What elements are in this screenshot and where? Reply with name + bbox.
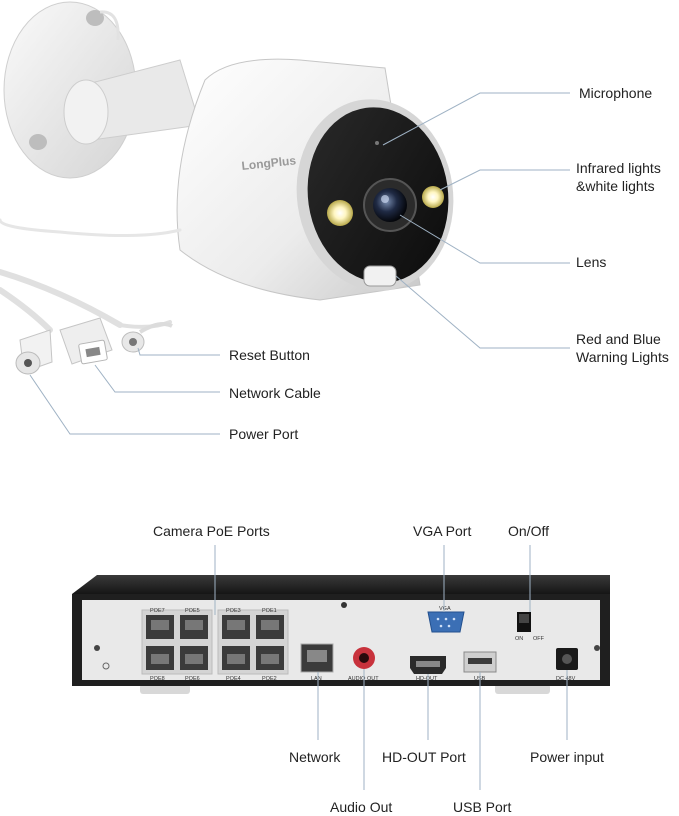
dc-power-jack — [556, 648, 578, 670]
label-infrared-line2: &white lights — [576, 178, 655, 194]
label-infrared-line1: Infrared lights — [576, 160, 661, 176]
camera-illustration: LongPlus — [0, 1, 454, 375]
panel-text-lan: LAN — [311, 676, 322, 682]
audio-out-jack — [353, 647, 375, 669]
power-switch — [517, 612, 531, 632]
microphone-hole — [375, 141, 379, 145]
reset-button-cap — [121, 322, 173, 353]
usb-port — [463, 651, 497, 673]
panel-text-hd-out: HD-OUT — [416, 676, 438, 682]
label-warning-line2: Warning Lights — [576, 349, 669, 365]
lens-glass — [363, 178, 417, 232]
label-usb-port: USB Port — [453, 799, 512, 815]
label-lens: Lens — [576, 254, 607, 270]
camera-body: LongPlus — [176, 58, 454, 301]
label-network: Network — [289, 749, 341, 765]
nvr-illustration: POE7 POE5 POE3 POE1 POE8 POE6 POE4 POE2 … — [72, 575, 610, 694]
label-on-off: On/Off — [508, 523, 549, 539]
label-microphone: Microphone — [579, 85, 653, 101]
label-audio-out: Audio Out — [330, 799, 393, 815]
nvr-leader-lines — [214, 545, 568, 790]
panel-text-poe8: POE8 — [150, 676, 165, 682]
poe-port-group-left — [141, 609, 213, 675]
panel-text-poe5: POE5 — [185, 608, 200, 614]
panel-text-poe2: POE2 — [262, 676, 277, 682]
panel-text-dc: DC 48V — [556, 676, 576, 682]
camera-cables — [0, 218, 182, 333]
hdmi-port — [410, 656, 446, 674]
label-camera-poe-ports: Camera PoE Ports — [153, 523, 270, 539]
network-cable-connector — [59, 317, 113, 365]
panel-text-off: OFF — [533, 636, 545, 642]
panel-text-on: ON — [515, 636, 523, 642]
label-power-input: Power input — [530, 749, 604, 765]
label-power-port: Power Port — [229, 426, 299, 442]
poe-port-group-right — [217, 609, 289, 675]
power-port-plug — [15, 329, 53, 375]
panel-text-poe4: POE4 — [226, 676, 241, 682]
label-reset-button: Reset Button — [229, 347, 310, 363]
warning-light-window — [363, 265, 397, 287]
camera-brand-logo: LongPlus — [241, 153, 297, 173]
camera-leader-lines — [29, 92, 570, 435]
vga-connector — [427, 611, 465, 633]
panel-text-vga: VGA — [439, 606, 451, 612]
label-network-cable: Network Cable — [229, 385, 321, 401]
label-hd-out-port: HD-OUT Port — [382, 749, 466, 765]
panel-text-poe7: POE7 — [150, 608, 165, 614]
panel-text-poe6: POE6 — [185, 676, 200, 682]
panel-text-poe3: POE3 — [226, 608, 241, 614]
white-light-leds — [327, 186, 444, 226]
wall-mount — [3, 1, 201, 179]
label-warning-line1: Red and Blue — [576, 331, 661, 347]
label-vga-port: VGA Port — [413, 523, 472, 539]
lan-port — [300, 643, 334, 673]
panel-text-poe1: POE1 — [262, 608, 277, 614]
label-infrared-lights: Infrared lights&white lights — [576, 159, 661, 195]
